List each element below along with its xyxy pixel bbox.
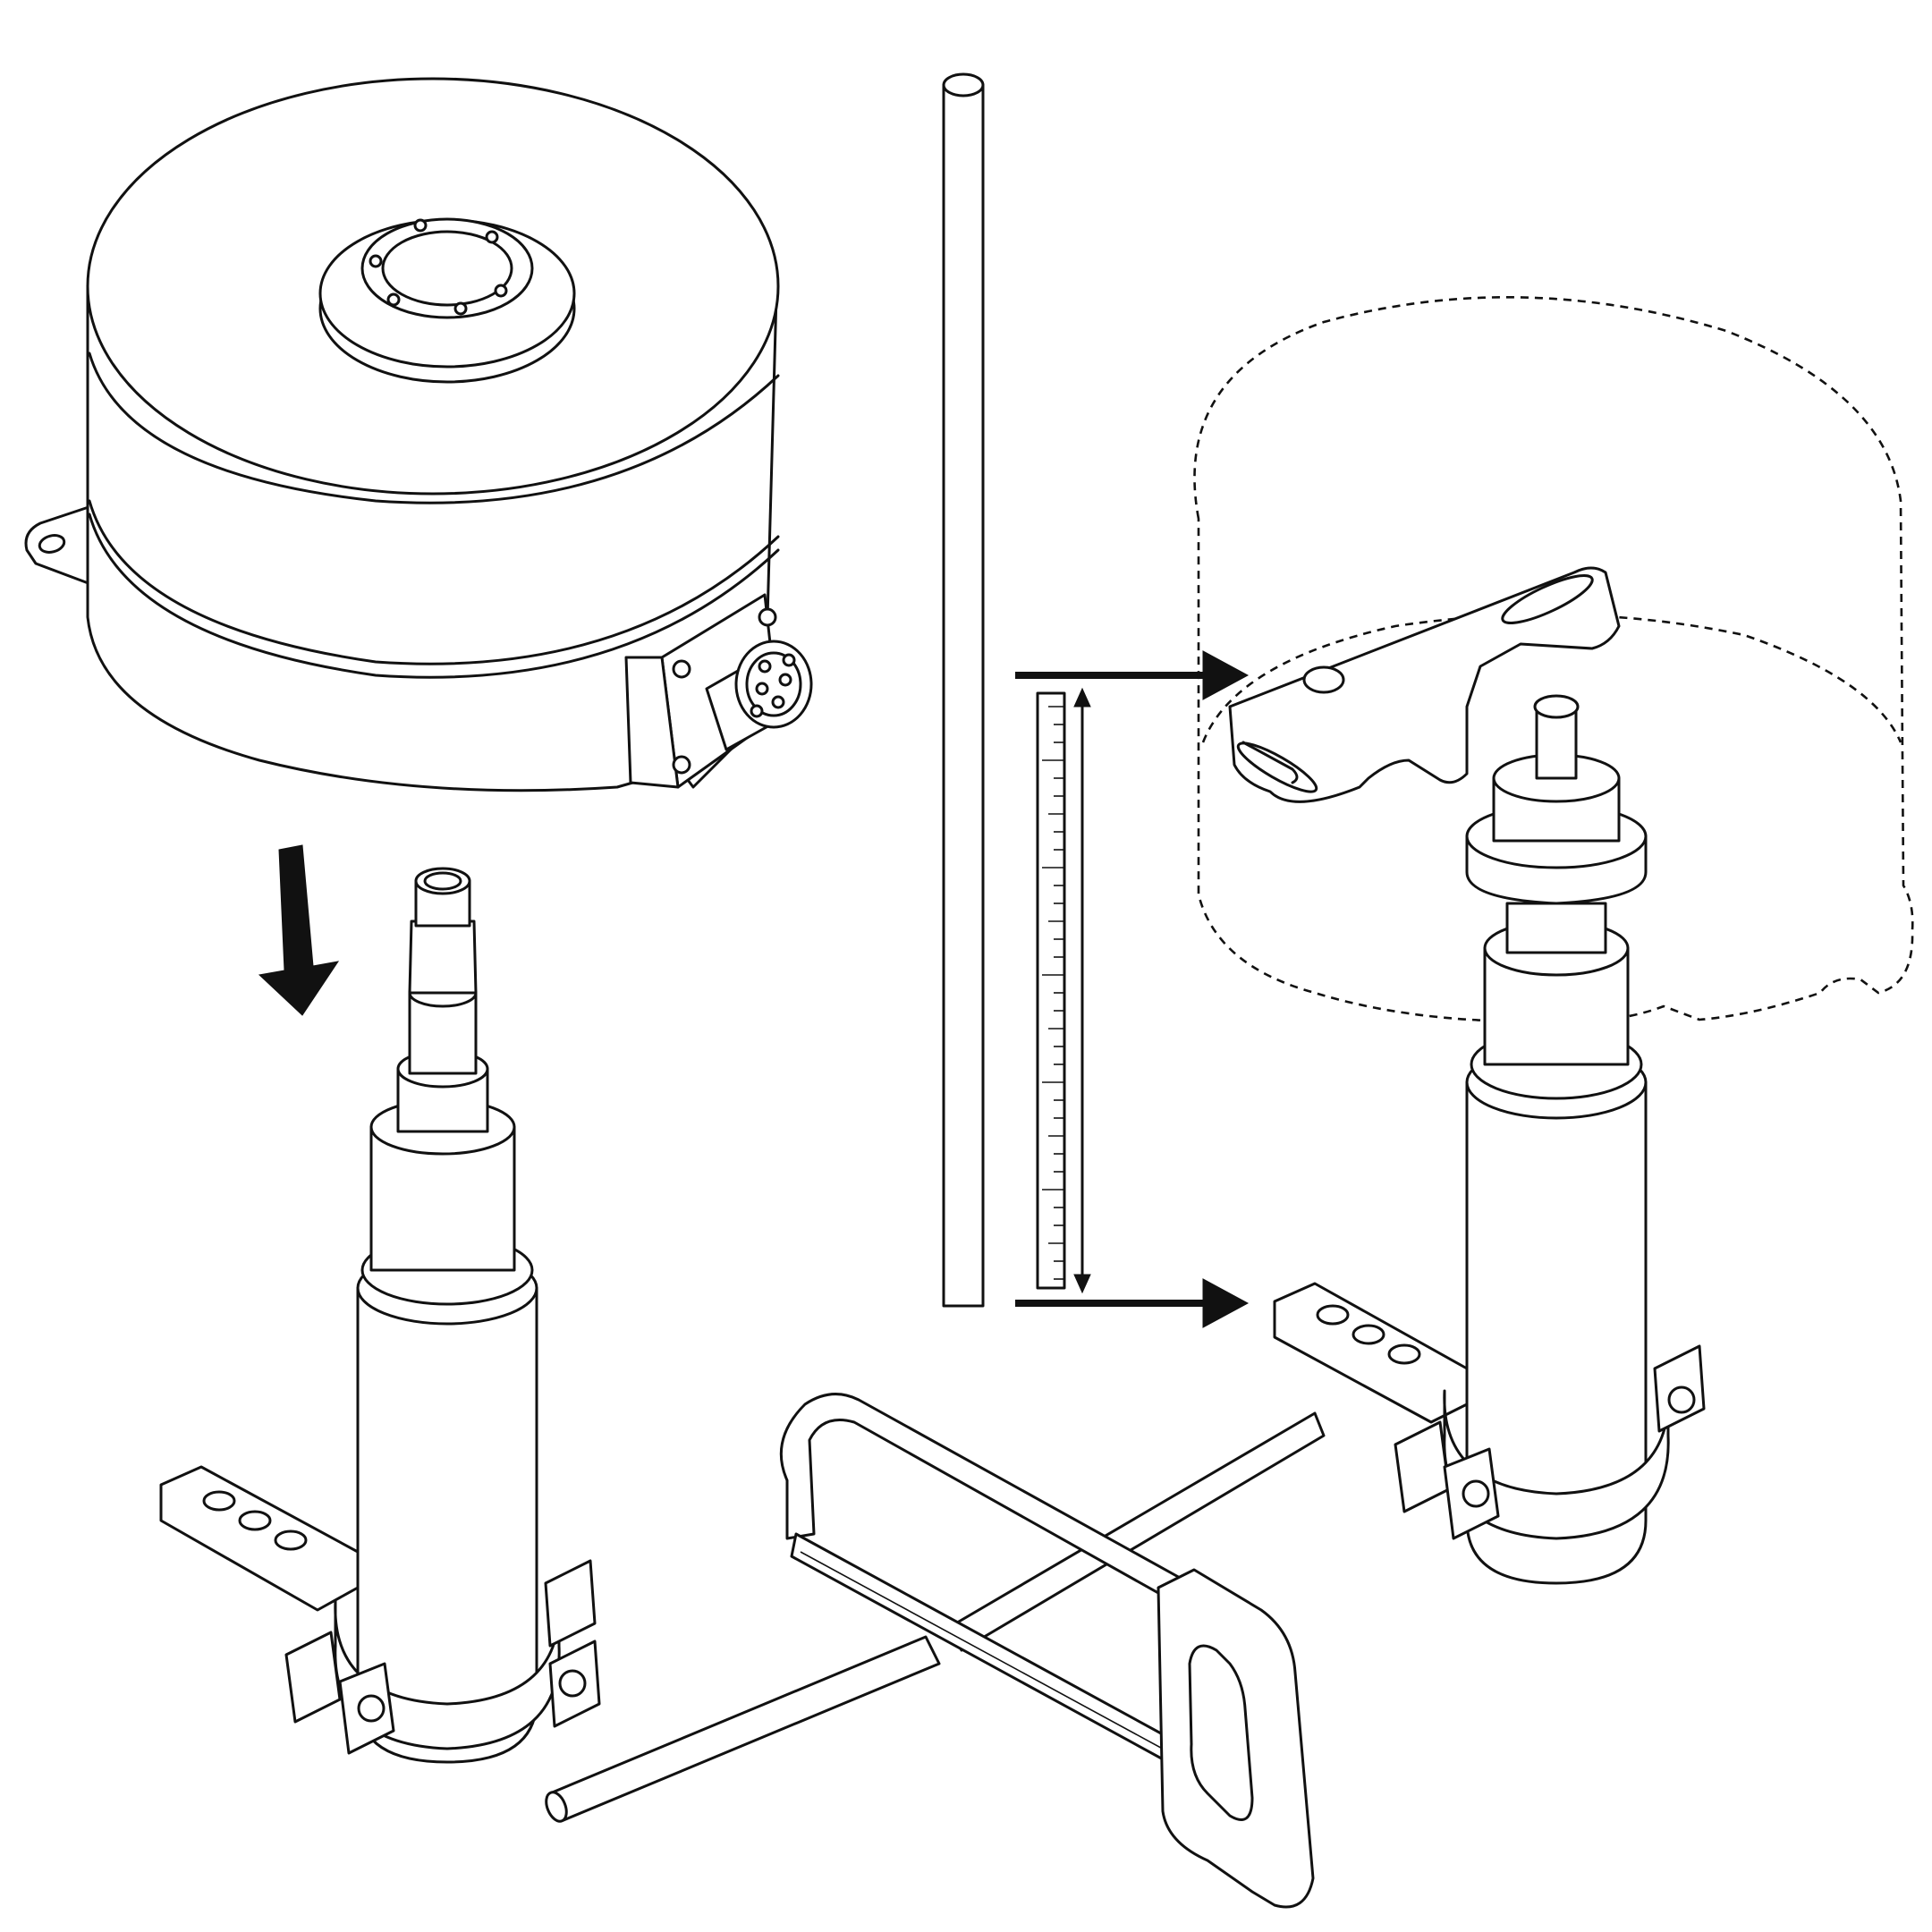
threaded-rod-vertical	[942, 72, 985, 1308]
mounting-bracket-right-upper	[1228, 566, 1621, 803]
electrical-connector	[705, 640, 813, 751]
hacksaw-frame	[779, 1393, 1191, 1607]
mounting-bracket-left	[159, 1465, 360, 1612]
measurement-scale	[1036, 687, 1091, 1294]
arrow-right-lower-icon	[1015, 1278, 1250, 1328]
hacksaw	[779, 1393, 1315, 1909]
sensor-housing	[24, 77, 813, 792]
shaft-assembly-right	[1193, 296, 1914, 1585]
mounting-bracket-right-lower	[1273, 1282, 1469, 1424]
pipe-clamp-right	[1443, 1389, 1670, 1540]
shaft-assembly-left	[159, 867, 601, 1764]
arrow-right-upper-icon	[1015, 650, 1250, 700]
down-arrow-icon	[258, 844, 340, 1016]
